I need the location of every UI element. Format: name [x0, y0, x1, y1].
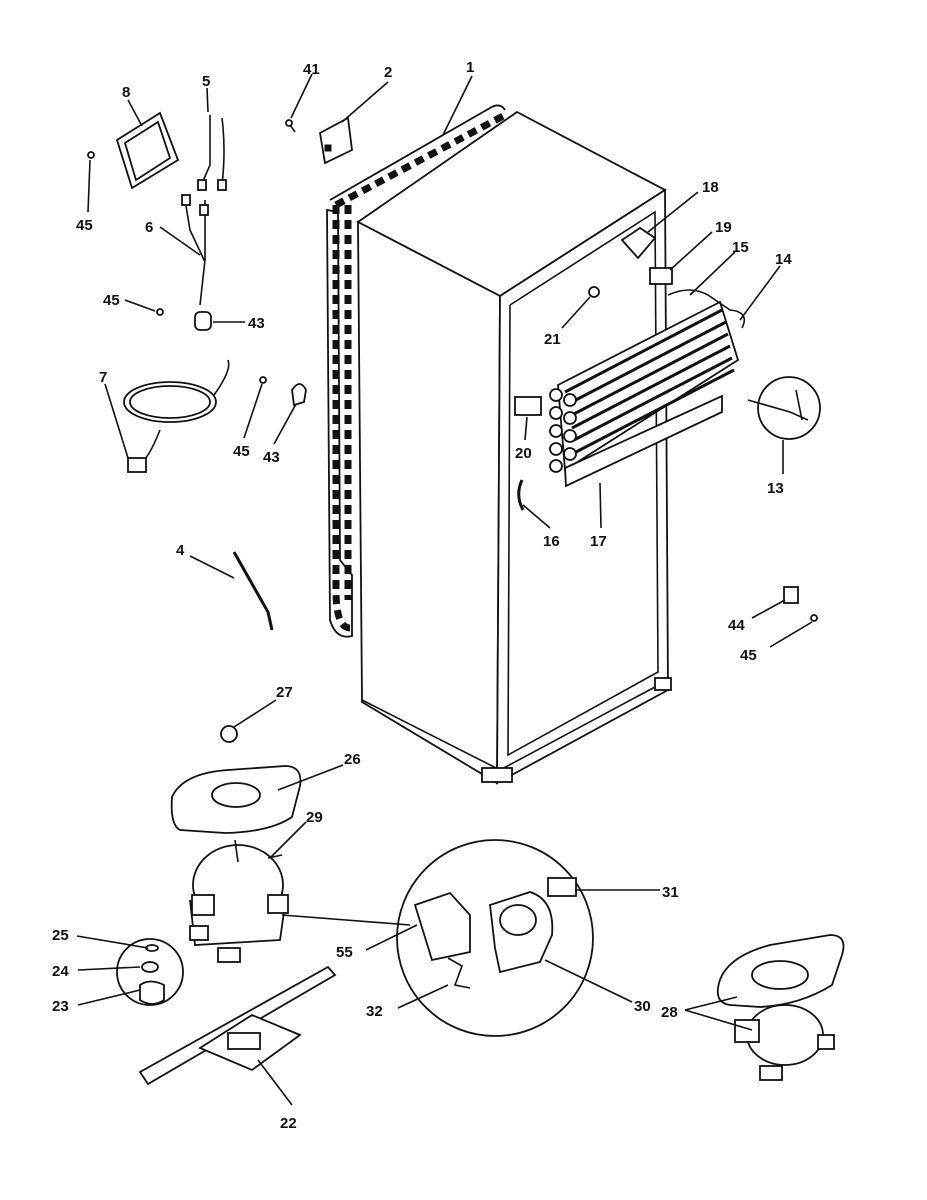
callout-55: 55 [336, 944, 353, 961]
small-parts [87, 111, 845, 1086]
callout-20: 20 [515, 445, 532, 462]
callout-23: 23 [52, 998, 69, 1015]
callout-13: 13 [767, 480, 784, 497]
callout-6: 6 [145, 219, 153, 236]
callout-22: 22 [280, 1115, 297, 1132]
callout-7: 7 [99, 369, 107, 386]
callout-15: 15 [732, 239, 749, 256]
callout-16: 16 [543, 533, 560, 550]
callout-31: 31 [662, 884, 679, 901]
callout-29: 29 [306, 809, 323, 826]
callout-45-b: 45 [103, 292, 120, 309]
callout-17: 17 [590, 533, 607, 550]
callout-27: 27 [276, 684, 293, 701]
callout-28: 28 [661, 1004, 678, 1021]
callout-19: 19 [715, 219, 732, 236]
refrigerator-cabinet [356, 110, 672, 785]
callout-45-a: 45 [76, 217, 93, 234]
callout-45-d: 45 [740, 647, 757, 664]
callout-44: 44 [728, 617, 745, 634]
callout-32: 32 [366, 1003, 383, 1020]
evaporator-assembly [549, 289, 746, 488]
condenser-coil [326, 104, 507, 638]
callout-21: 21 [544, 331, 561, 348]
callout-labels: 1 2 41 8 5 45 6 45 43 7 45 43 18 19 15 1… [52, 59, 792, 1132]
callout-2: 2 [384, 64, 392, 81]
callout-25: 25 [52, 927, 69, 944]
callout-14: 14 [775, 251, 792, 268]
callout-30: 30 [634, 998, 651, 1015]
callout-1: 1 [466, 59, 474, 76]
callout-26: 26 [344, 751, 361, 768]
callout-4: 4 [176, 542, 185, 559]
callout-45-c: 45 [233, 443, 250, 460]
callout-43-a: 43 [248, 315, 265, 332]
callout-8: 8 [122, 84, 130, 101]
callout-18: 18 [702, 179, 719, 196]
leader-lines [76, 73, 813, 1106]
callout-5: 5 [202, 73, 210, 90]
callout-41: 41 [303, 61, 320, 78]
callout-43-b: 43 [263, 449, 280, 466]
callout-24: 24 [52, 963, 69, 980]
